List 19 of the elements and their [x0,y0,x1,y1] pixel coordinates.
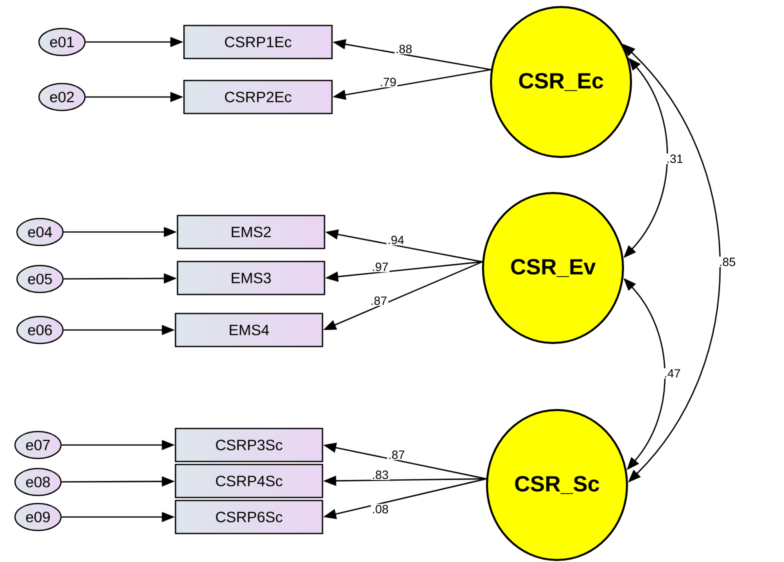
observed-variable-box: EMS3 [176,260,326,296]
edge-label: .31 [665,154,684,164]
observed-variable-box: CSRP1Ec [183,24,333,60]
observed-variable-box: EMS4 [174,312,324,348]
edge-label: .97 [370,262,390,272]
edge-label: .83 [370,470,390,480]
edge-label: .88 [394,44,414,54]
observed-variable-box: CSRP2Ec [183,80,333,114]
observed-variable-box: CSRP6Sc [174,500,324,534]
edge-label: .79 [378,76,398,88]
edge-label: .08 [370,504,390,514]
observed-variable-box: EMS2 [176,214,326,250]
edge-label: .85 [718,256,737,268]
observed-variable-box: CSRP3Sc [174,428,324,462]
edge-label: .87 [370,295,388,306]
edge-label: .87 [387,450,406,460]
observed-variable-box: CSRP4Sc [174,464,324,498]
edge-label: .94 [386,234,406,246]
edge-label: .47 [663,368,682,379]
